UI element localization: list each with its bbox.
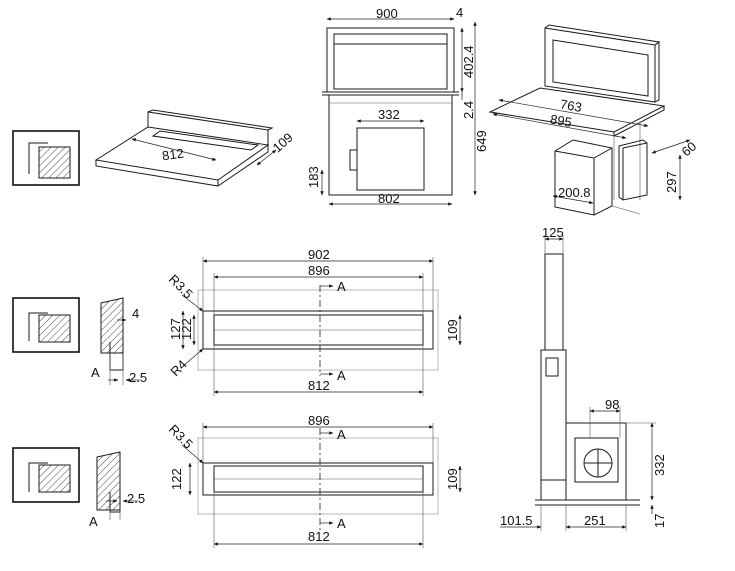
bot-dim-812: 812: [308, 529, 330, 544]
front-dim-2-4: 2.4: [461, 101, 476, 119]
front-dim-332: 332: [378, 107, 400, 122]
detail-dim-2-5-bottom: 2.5: [127, 491, 145, 506]
install-type-icon-flush-bottom: [12, 447, 80, 503]
front-dim-900: 900: [376, 6, 398, 21]
mid-dim-812: 812: [308, 378, 330, 393]
detail-label-a-middle: A: [91, 365, 100, 380]
front-dim-183: 183: [306, 166, 321, 188]
bot-label-a-top: A: [337, 427, 346, 442]
mid-dim-127: 127: [168, 318, 183, 340]
mid-dim-r3-5: R3.5: [166, 272, 196, 302]
detail-dim-2-5-middle: 2.5: [129, 370, 147, 385]
plan-view-bottom: 896 812 R3.5 122 109 A A: [166, 413, 462, 548]
side-dim-101-5: 101.5: [500, 513, 533, 528]
mid-dim-896: 896: [308, 263, 330, 278]
side-dim-98: 98: [605, 397, 619, 412]
front-dim-402-4: 402.4: [461, 45, 476, 78]
mid-dim-122: 122: [179, 318, 194, 340]
persp-dim-200-8: 200.8: [558, 185, 591, 200]
section-detail-a-middle: 4 2.5 A: [91, 297, 147, 385]
install-type-icon-flush-middle: [12, 297, 80, 353]
mid-dim-109: 109: [445, 319, 460, 341]
bot-dim-122: 122: [169, 468, 184, 490]
persp-dim-297: 297: [664, 171, 679, 193]
front-view-raised: 900 4 402.4 2.4 649 332 183 802: [306, 5, 489, 206]
section-detail-a-bottom: 2.5 A: [89, 451, 145, 529]
side-dim-251: 251: [584, 513, 606, 528]
plan-view-middle: 902 896 812 R3.5 R4 127 122 109 A A: [166, 247, 462, 396]
detail-label-a-bottom: A: [89, 514, 98, 529]
perspective-view-motor: 763 895 200.8 60 297: [488, 24, 699, 216]
front-dim-4: 4: [456, 5, 463, 20]
bot-dim-109: 109: [445, 468, 460, 490]
mid-dim-902: 902: [308, 247, 330, 262]
mid-label-a-bottom: A: [337, 368, 346, 383]
persp-dim-763: 763: [559, 96, 583, 115]
mid-dim-r4: R4: [167, 357, 189, 379]
counter-dim-109: 109: [270, 130, 296, 156]
counter-dim-812: 812: [161, 145, 185, 163]
side-view-section: 125 98 332 17 101.5 251: [500, 225, 667, 531]
mid-label-a-top: A: [337, 279, 346, 294]
front-dim-649: 649: [474, 130, 489, 152]
side-dim-17: 17: [652, 514, 667, 528]
front-dim-802: 802: [378, 191, 400, 206]
detail-dim-4-middle: 4: [132, 306, 139, 321]
side-dim-332: 332: [652, 454, 667, 476]
persp-dim-60: 60: [678, 139, 699, 160]
bot-label-a-bottom: A: [337, 516, 346, 531]
side-dim-125: 125: [542, 225, 564, 240]
bot-dim-896: 896: [308, 413, 330, 428]
persp-dim-895: 895: [549, 111, 573, 130]
bot-dim-r3-5: R3.5: [166, 422, 196, 452]
countertop-perspective: 812 109: [94, 109, 296, 187]
install-type-icon-flush: [12, 130, 80, 186]
